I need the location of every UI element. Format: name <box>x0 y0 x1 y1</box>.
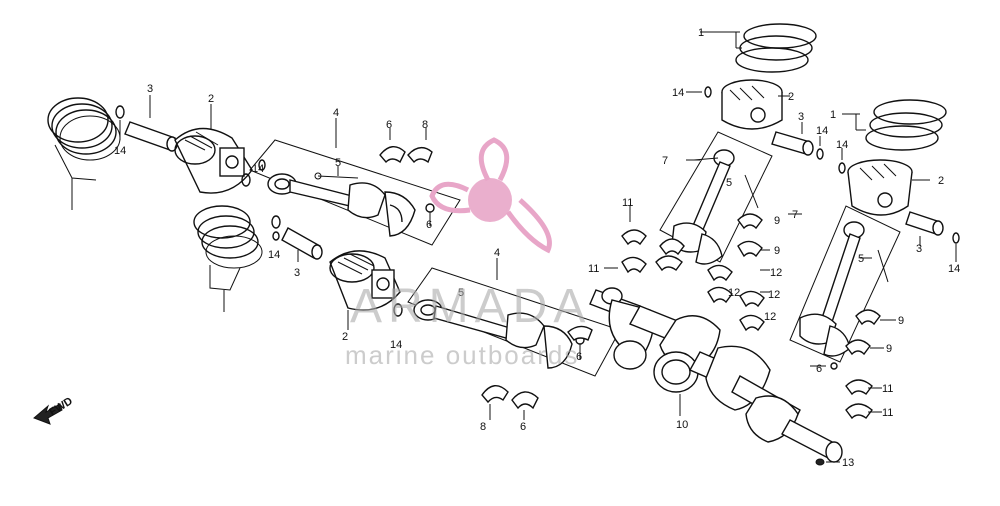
callout-9: 9 <box>774 215 780 227</box>
piston-right <box>847 159 930 216</box>
callout-9: 9 <box>898 315 904 327</box>
piston-upper-left <box>174 104 253 194</box>
callout-7: 7 <box>792 209 798 221</box>
callout-2: 2 <box>342 331 348 343</box>
callout-8: 8 <box>480 421 486 433</box>
callout-9: 9 <box>774 245 780 257</box>
callout-9: 9 <box>886 343 892 355</box>
callout-4: 4 <box>494 247 500 259</box>
piston-lower-left <box>329 250 401 330</box>
watermark-brand: ARMADA <box>350 280 591 333</box>
callout-12: 12 <box>770 267 782 279</box>
callout-4: 4 <box>333 107 339 119</box>
piston-ring-set-upper-right <box>712 23 817 73</box>
crank-key-icon <box>815 458 825 466</box>
piston-upper-right <box>721 79 790 130</box>
callout-3: 3 <box>916 243 922 255</box>
callout-5: 5 <box>458 287 464 299</box>
callout-14: 14 <box>252 163 264 175</box>
bearing-shell-icon <box>379 146 406 164</box>
callout-12: 12 <box>728 287 740 299</box>
callout-1: 1 <box>830 109 836 121</box>
callout-2: 2 <box>208 93 214 105</box>
callout-5: 5 <box>726 177 732 189</box>
connecting-rod-assembly-right <box>789 205 901 370</box>
callout-11: 11 <box>882 383 893 395</box>
callout-14: 14 <box>672 87 684 99</box>
piston-ring-set-upper-left <box>47 97 121 210</box>
callout-6: 6 <box>816 363 822 375</box>
callout-5: 5 <box>335 157 341 169</box>
piston-ring-set-right <box>842 99 947 151</box>
callout-14: 14 <box>390 339 402 351</box>
piston-pin-upper-left <box>124 95 178 152</box>
callout-14: 14 <box>816 125 828 137</box>
callout-3: 3 <box>147 83 153 95</box>
callout-12: 12 <box>764 311 776 323</box>
callout-11: 11 <box>622 197 633 209</box>
callout-7: 7 <box>662 155 668 167</box>
callout-5: 5 <box>858 253 864 265</box>
callout-11: 11 <box>588 263 599 275</box>
watermark-logo <box>429 137 552 254</box>
callout-12: 12 <box>768 289 780 301</box>
callout-6: 6 <box>576 351 582 363</box>
callout-1: 1 <box>698 27 704 39</box>
callout-3: 3 <box>798 111 804 123</box>
callout-8: 8 <box>422 119 428 131</box>
connecting-rod-assembly-upper <box>249 118 461 246</box>
callout-6: 6 <box>520 421 526 433</box>
callout-2: 2 <box>788 91 794 103</box>
callout-14: 14 <box>836 139 848 151</box>
callout-14: 14 <box>114 145 126 157</box>
callout-11: 11 <box>882 407 893 419</box>
fwd-direction-marker <box>33 403 63 425</box>
crankshaft <box>589 287 843 463</box>
callout-10: 10 <box>676 419 688 431</box>
callout-14: 14 <box>268 249 280 261</box>
callout-6: 6 <box>426 219 432 231</box>
callout-6: 6 <box>386 119 392 131</box>
piston-ring-set-lower-left <box>193 205 263 312</box>
fwd-label: FWD <box>47 395 75 418</box>
piston-pin-clip-icon <box>115 105 125 119</box>
callout-2: 2 <box>938 175 944 187</box>
watermark-tagline: marine outboards <box>345 340 579 370</box>
callout-3: 3 <box>294 267 300 279</box>
callout-14: 14 <box>948 263 960 275</box>
callout-13: 13 <box>842 457 854 469</box>
